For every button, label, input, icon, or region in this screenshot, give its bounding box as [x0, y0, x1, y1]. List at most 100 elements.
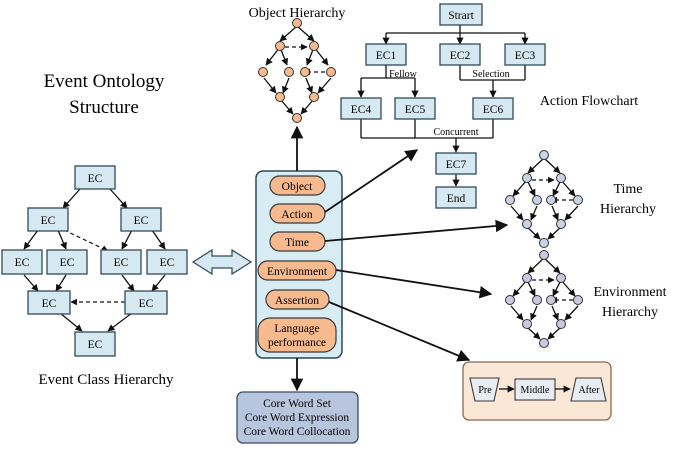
- ontology-title-line2: Structure: [69, 97, 139, 118]
- svg-text:Strart: Strart: [448, 10, 474, 22]
- time-node: [546, 195, 556, 205]
- environment-node: [522, 273, 532, 283]
- svg-text:EC: EC: [60, 257, 75, 269]
- environment-node: [556, 319, 566, 329]
- ec-node: EC: [100, 249, 142, 275]
- environment-hierarchy-title-line1: Environment: [593, 285, 666, 300]
- flow-ec6-node: EC6: [472, 97, 514, 120]
- object-node: [309, 92, 319, 102]
- action-flowchart: Fellow Selection Concurrent Strart EC1 E…: [340, 3, 546, 209]
- svg-text:EC3: EC3: [515, 50, 536, 62]
- svg-text:EC: EC: [160, 257, 175, 269]
- svg-text:Action: Action: [281, 209, 313, 221]
- ec-node: EC: [1, 249, 43, 275]
- action-link: [324, 149, 419, 213]
- svg-text:EC1: EC1: [376, 50, 397, 62]
- svg-text:EC4: EC4: [351, 104, 372, 116]
- environment-node: [539, 250, 549, 260]
- time-node: [539, 238, 549, 248]
- object-node: [258, 67, 268, 77]
- core-word-box: Core Word Set Core Word Expression Core …: [236, 391, 359, 444]
- flow-ec2-node: EC2: [439, 43, 481, 66]
- object-node: [292, 18, 302, 28]
- after-stage: [570, 377, 607, 402]
- svg-text:Language: Language: [274, 323, 319, 335]
- time-node: [532, 195, 542, 205]
- after-label: After: [578, 385, 600, 396]
- ec-node: EC: [146, 249, 188, 275]
- object-element: Object: [269, 175, 326, 196]
- svg-text:EC7: EC7: [446, 159, 467, 171]
- action-element: Action: [269, 203, 326, 224]
- svg-text:Core Word Collocation: Core Word Collocation: [244, 426, 351, 438]
- flow-ec1-node: EC1: [365, 43, 407, 66]
- time-hierarchy-title-line2: Hierarchy: [600, 202, 656, 217]
- environment-node: [532, 295, 542, 305]
- time-node: [522, 219, 532, 229]
- time-hierarchy-graph: [505, 150, 583, 248]
- environment-node: [573, 295, 583, 305]
- environment-hierarchy-title-line2: Hierarchy: [602, 305, 658, 320]
- selection-label: Selection: [472, 69, 509, 80]
- svg-text:EC6: EC6: [483, 104, 504, 116]
- flow-ec5-node: EC5: [394, 97, 436, 120]
- time-node: [505, 195, 515, 205]
- time-link: [324, 219, 509, 242]
- ec-node: EC: [27, 207, 69, 232]
- svg-text:EC5: EC5: [405, 104, 426, 116]
- object-node: [309, 41, 319, 51]
- time-node: [539, 150, 549, 160]
- flow-end-node: End: [435, 186, 477, 209]
- assertion-timeline: Pre Middle After: [462, 361, 612, 421]
- fellow-label: Fellow: [389, 69, 418, 80]
- environment-node: [556, 273, 566, 283]
- svg-text:EC: EC: [88, 339, 103, 351]
- time-node: [556, 219, 566, 229]
- svg-text:Core Word Set: Core Word Set: [263, 398, 332, 410]
- object-node: [292, 113, 302, 123]
- svg-text:Assertion: Assertion: [275, 295, 319, 307]
- time-node: [556, 173, 566, 183]
- time-node: [522, 173, 532, 183]
- action-flowchart-title: Action Flowchart: [540, 94, 638, 109]
- object-node: [326, 67, 336, 77]
- assertion-link: [328, 301, 471, 362]
- event-class-hierarchy: EC EC EC EC EC EC EC EC EC EC: [1, 165, 188, 357]
- time-element: Time: [269, 231, 326, 252]
- ec-node: EC: [46, 249, 88, 275]
- concurrent-label: Concurrent: [434, 127, 479, 138]
- object-node: [275, 41, 285, 51]
- environment-link: [335, 269, 493, 299]
- environment-node: [539, 338, 549, 348]
- environment-element: Environment: [257, 260, 337, 281]
- svg-text:EC: EC: [41, 215, 56, 227]
- svg-text:Time: Time: [285, 237, 309, 249]
- svg-text:EC2: EC2: [450, 50, 471, 62]
- time-node: [573, 195, 583, 205]
- pre-label: Pre: [478, 385, 492, 396]
- event-class-hierarchy-title: Event Class Hierarchy: [39, 372, 174, 388]
- language-performance-element: Language performance: [257, 317, 337, 353]
- flow-ec4-node: EC4: [340, 97, 382, 120]
- ec-node: EC: [74, 331, 116, 357]
- flow-ec3-node: EC3: [504, 43, 546, 66]
- svg-text:Object: Object: [282, 181, 313, 193]
- assertion-element: Assertion: [265, 289, 330, 310]
- environment-hierarchy-graph: [505, 250, 583, 348]
- pre-stage: [469, 377, 500, 402]
- svg-text:EC: EC: [15, 257, 30, 269]
- flow-ec7-node: EC7: [435, 152, 477, 175]
- ontology-elements-panel: Object Action Time Environment Assertion…: [255, 170, 343, 359]
- bidirectional-arrow: [191, 248, 253, 276]
- svg-text:EC: EC: [42, 298, 57, 310]
- object-hierarchy-graph: [258, 18, 336, 123]
- object-node: [300, 67, 310, 77]
- svg-text:Core Word Expression: Core Word Expression: [245, 412, 350, 424]
- ec-node: EC: [124, 290, 168, 315]
- svg-text:End: End: [447, 193, 466, 205]
- svg-text:performance: performance: [268, 337, 326, 349]
- environment-node: [522, 319, 532, 329]
- ec-node: EC: [120, 207, 162, 232]
